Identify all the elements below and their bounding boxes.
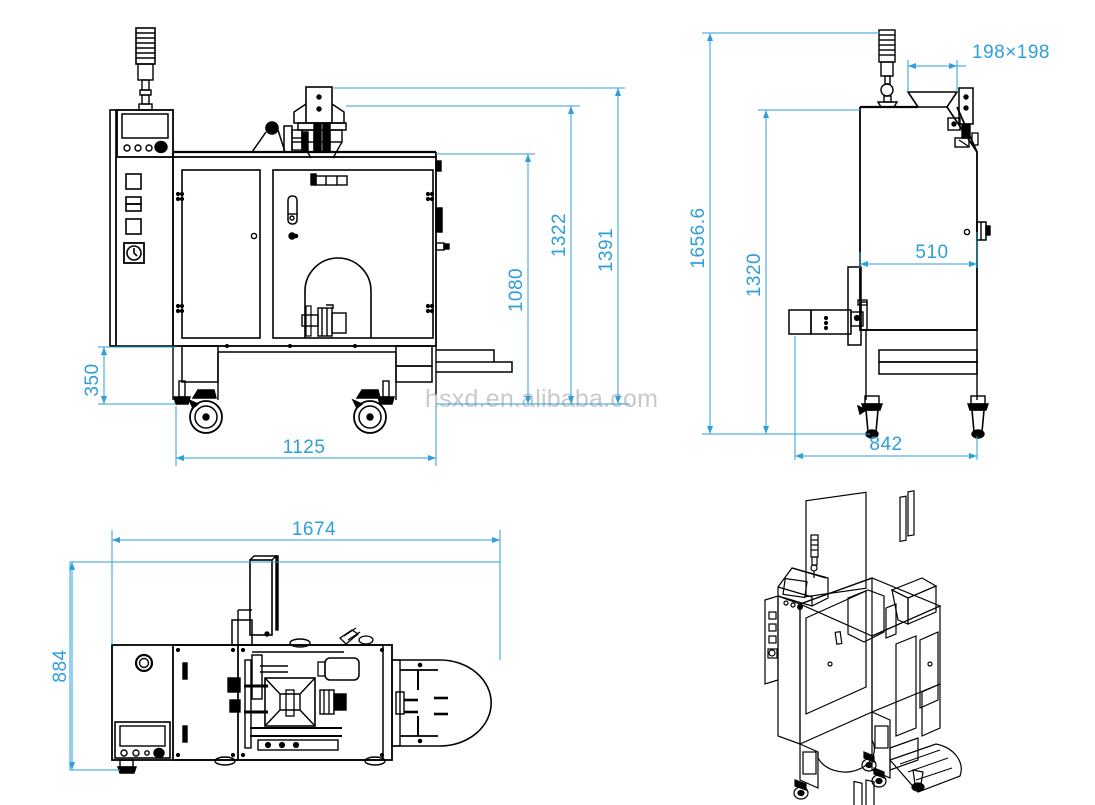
dim-plan-width: 884: [50, 649, 71, 682]
outfeed-conveyor: [436, 349, 513, 373]
hmi-panel: [116, 109, 174, 158]
plan-central-mechanism: [227, 627, 385, 761]
dim-front-width-base: 1125: [283, 437, 326, 458]
dim-front-height-upper: 1322: [549, 213, 570, 257]
side-base-rails: [860, 329, 978, 400]
plan-discharge-table: [391, 659, 492, 747]
dim-plan-length: 1674: [292, 519, 336, 540]
side-caster-right: [967, 395, 989, 439]
top-plan-geometry: [111, 555, 492, 774]
left-access-door: [175, 169, 261, 339]
side-slope-mechanism: [947, 87, 979, 148]
dim-front-height-overall: 1391: [596, 228, 617, 272]
casters-and-feet: [173, 380, 395, 434]
dim-side-width-base: 842: [869, 434, 902, 455]
dim-side-height-overall: 1656.6: [688, 207, 709, 268]
dim-front-height-base: 350: [82, 363, 103, 396]
switch-plate: [123, 173, 145, 264]
base-frame: [172, 344, 437, 400]
dim-side-hopper-opening: 198×198: [972, 42, 1050, 63]
isometric-geometry: [764, 490, 962, 805]
dim-side-width-body: 510: [915, 242, 948, 263]
front-elevation-geometry: [109, 27, 513, 434]
dosing-head-assembly: [248, 86, 347, 159]
dim-side-height-body: 1320: [744, 253, 765, 297]
right-chamber: [272, 169, 435, 339]
dim-front-height-frame: 1080: [506, 268, 527, 312]
